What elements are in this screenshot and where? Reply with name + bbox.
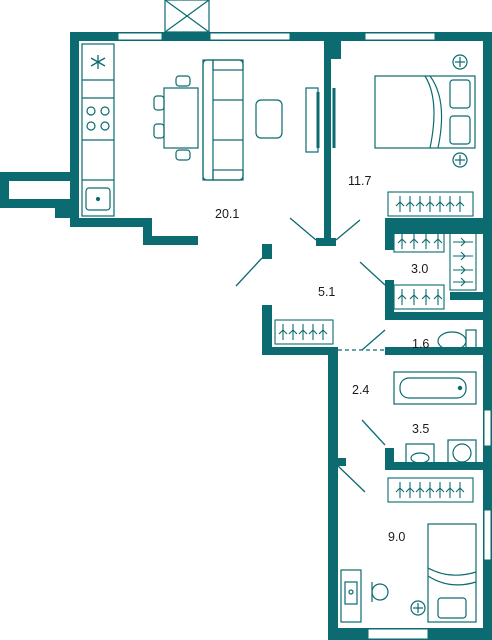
hanger-icon xyxy=(453,251,473,261)
hanger-icon xyxy=(421,233,431,249)
hanger-icon xyxy=(421,289,431,305)
area-bathroom: 3.5 xyxy=(412,422,429,436)
hanger-icon xyxy=(455,196,465,212)
hanger-icon xyxy=(433,233,443,249)
armchair-icon xyxy=(255,99,283,139)
area-wardrobe: 3.0 xyxy=(411,262,428,276)
bathtub-icon xyxy=(393,371,477,405)
area-living-kitchen: 20.1 xyxy=(215,207,239,221)
hanger-icon xyxy=(445,196,455,212)
hanger-icon xyxy=(298,324,308,340)
hanger-icon xyxy=(415,196,425,212)
hanger-icon xyxy=(455,482,465,498)
desk-icon xyxy=(340,569,362,623)
hanger-icon xyxy=(397,233,407,249)
hanger-icon xyxy=(433,289,443,305)
hanger-icon xyxy=(435,482,445,498)
area-hall: 5.1 xyxy=(318,285,335,299)
area-wc: 1.6 xyxy=(412,337,429,351)
hob-icon xyxy=(86,106,110,131)
door-swings xyxy=(235,217,386,493)
dining-table-icon xyxy=(153,75,199,161)
windows xyxy=(117,32,492,640)
washbasin-icon xyxy=(405,443,435,465)
area-labels: 20.1 11.7 5.1 3.0 1.6 2.4 3.5 9.0 xyxy=(215,174,429,544)
hanger-icon xyxy=(318,324,328,340)
hanger-icon xyxy=(405,196,415,212)
hanger-icon xyxy=(308,324,318,340)
nightstand-icon-2 xyxy=(410,600,426,616)
hanger-icon xyxy=(415,482,425,498)
hanger-icon xyxy=(425,482,435,498)
vent-icon xyxy=(164,0,210,33)
area-bedroom-1: 11.7 xyxy=(348,174,371,188)
kitchen-counter xyxy=(81,43,115,217)
hanger-icon xyxy=(278,324,288,340)
hanger-icon xyxy=(395,196,405,212)
walls xyxy=(0,32,492,640)
hanger-icon xyxy=(397,289,407,305)
hanger-icon xyxy=(445,482,455,498)
wardrobes xyxy=(274,191,477,503)
hanger-icon xyxy=(395,482,405,498)
hanger-icon xyxy=(409,233,419,249)
bed-icon xyxy=(374,75,476,149)
hanger-icon xyxy=(435,196,445,212)
hanger-icon xyxy=(405,482,415,498)
sofa-icon xyxy=(202,59,244,181)
asterisk-icon xyxy=(90,55,106,69)
toilet-icon xyxy=(437,329,477,353)
hanger-icon xyxy=(288,324,298,340)
tv-icon xyxy=(305,87,320,153)
chair-icon xyxy=(371,582,389,602)
washing-machine-icon xyxy=(447,439,477,467)
area-bedroom-2: 9.0 xyxy=(388,530,405,544)
hanger-icon xyxy=(425,196,435,212)
hanger-icon xyxy=(453,265,473,275)
hanger-icon xyxy=(453,277,473,287)
hanger-icon xyxy=(409,289,419,305)
nightstand-icon xyxy=(452,54,468,168)
sink-icon xyxy=(85,187,111,211)
area-corridor: 2.4 xyxy=(352,383,369,397)
hanger-icon xyxy=(453,237,473,247)
bed-icon-2 xyxy=(427,523,477,623)
